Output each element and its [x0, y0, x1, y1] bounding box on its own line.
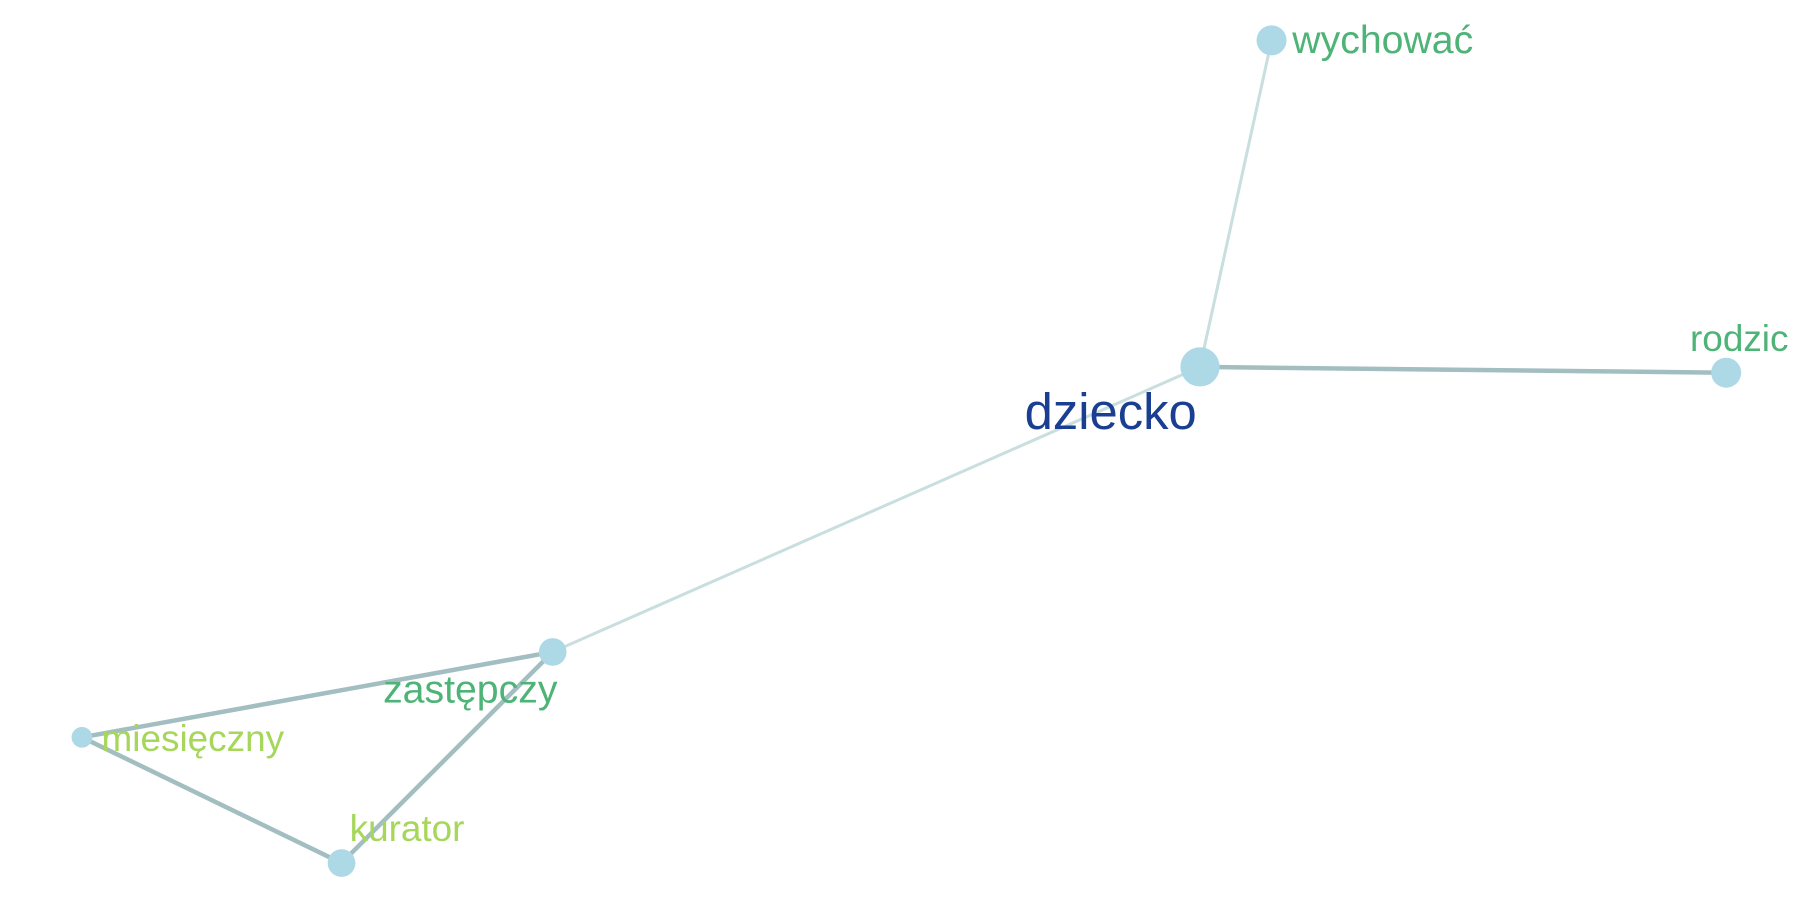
node-label-zastepczy: zastępczy	[383, 668, 558, 712]
nodes-layer	[71, 25, 1742, 877]
edge-dziecko-rodzic	[1197, 364, 1729, 375]
labels-layer: dziecko wychować rodzic zastępczy miesięczny…	[102, 18, 1789, 849]
node-kurator	[327, 849, 356, 877]
edge-dziecko-wychowac	[1198, 38, 1274, 369]
node-wychowac	[1256, 25, 1287, 56]
node-label-wychowac: wychować	[1291, 18, 1473, 62]
edge-dziecko-zastepczy	[551, 365, 1202, 654]
node-rodzic	[1711, 357, 1742, 388]
edge-zastepczy-miesieczny	[79, 649, 555, 740]
edge-zastepczy-kurator	[339, 649, 555, 866]
node-label-rodzic: rodzic	[1690, 318, 1788, 359]
edges-layer	[79, 38, 1729, 866]
node-dziecko	[1180, 347, 1220, 387]
node-label-dziecko: dziecko	[1025, 383, 1197, 440]
node-label-miesieczny: miesięczny	[102, 718, 285, 759]
node-zastepczy	[538, 638, 567, 666]
node-label-kurator: kurator	[350, 808, 465, 849]
edge-miesieczny-kurator	[79, 735, 344, 866]
node-miesieczny	[71, 726, 93, 748]
